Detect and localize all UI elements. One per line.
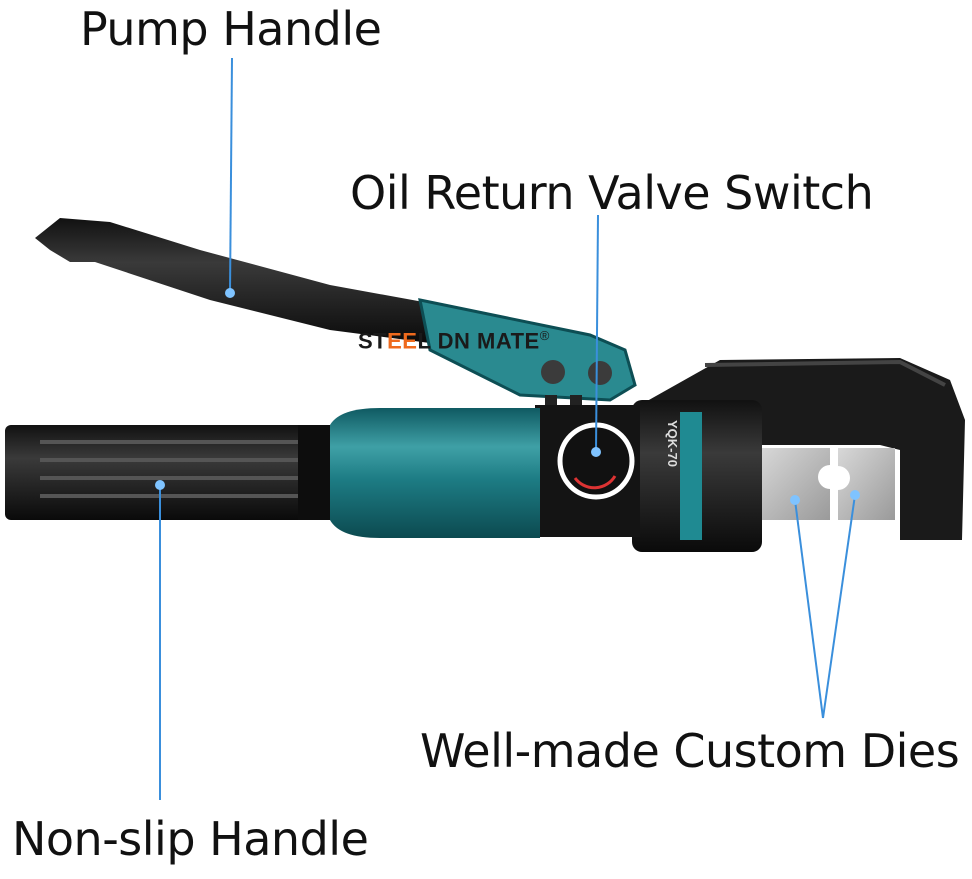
oil-return-valve-switch-label: Oil Return Valve Switch xyxy=(350,166,874,220)
oil-reservoir xyxy=(330,408,540,538)
pump-handle xyxy=(35,218,637,415)
pump-handle-label: Pump Handle xyxy=(80,2,382,56)
callout-lines xyxy=(155,57,860,800)
non-slip-handle xyxy=(5,425,330,520)
cylinder-collar xyxy=(632,400,762,552)
custom-dies xyxy=(760,448,895,520)
custom-dies-label: Well-made Custom Dies xyxy=(420,724,960,778)
brand-logo: STEEL DN MATE® xyxy=(358,328,550,354)
non-slip-handle-label: Non-slip Handle xyxy=(12,812,369,866)
model-label: YQK-70 xyxy=(665,420,680,467)
